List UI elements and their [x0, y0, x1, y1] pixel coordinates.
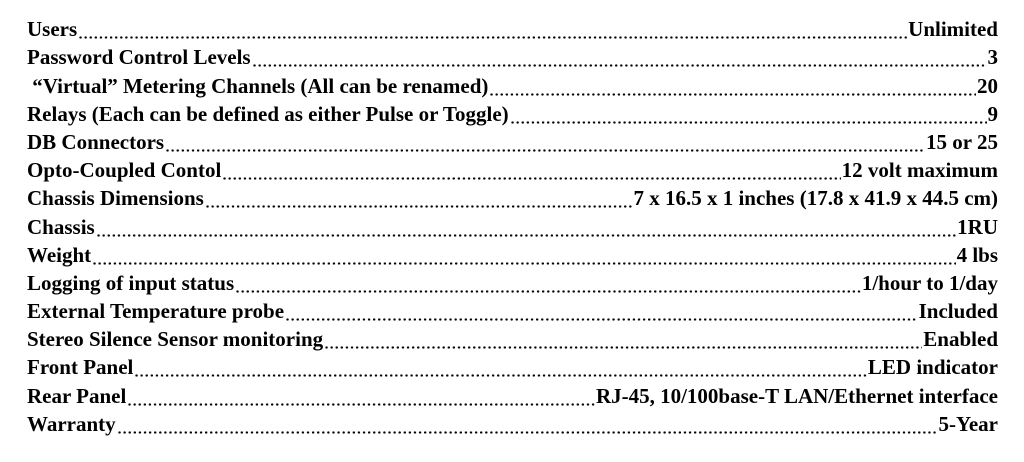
- spec-row-users: Users Unlimited: [27, 12, 998, 40]
- spec-value: 20: [977, 73, 998, 98]
- spec-label: Chassis: [27, 214, 95, 239]
- spec-value: 5-Year: [938, 411, 998, 436]
- dot-leader: [324, 346, 923, 350]
- spec-row-relays: Relays (Each can be defined as either Pu…: [27, 97, 998, 125]
- dot-leader: [222, 177, 841, 181]
- dot-leader: [509, 120, 987, 124]
- spec-row-rear-panel: Rear Panel RJ-45, 10/100base-T LAN/Ether…: [27, 378, 998, 406]
- spec-row-warranty: Warranty 5-Year: [27, 407, 998, 435]
- dot-leader: [116, 430, 938, 434]
- spec-row-weight: Weight 4 lbs: [27, 238, 998, 266]
- spec-value: Included: [918, 299, 998, 324]
- spec-value: LED indicator: [867, 355, 998, 380]
- spec-value: Enabled: [923, 327, 998, 352]
- spec-value: RJ-45, 10/100base-T LAN/Ethernet interfa…: [595, 383, 998, 408]
- spec-value: 1/hour to 1/day: [861, 270, 998, 295]
- spec-row-stereo-silence-sensor: Stereo Silence Sensor monitoring Enabled: [27, 322, 998, 350]
- spec-label: Front Panel: [27, 355, 134, 380]
- spec-row-password-control-levels: Password Control Levels 3: [27, 40, 998, 68]
- dot-leader: [95, 233, 957, 237]
- spec-value: 4 lbs: [956, 242, 998, 267]
- spec-row-logging-of-input-status: Logging of input status 1/hour to 1/day: [27, 266, 998, 294]
- spec-list: Users Unlimited Password Control Levels …: [27, 12, 998, 435]
- spec-label: Logging of input status: [27, 270, 235, 295]
- spec-value: 12 volt maximum: [841, 158, 998, 183]
- spec-value: Unlimited: [908, 17, 998, 42]
- spec-label: Chassis Dimensions: [27, 186, 204, 211]
- spec-label: Warranty: [27, 411, 116, 436]
- dot-leader: [78, 36, 908, 40]
- dot-leader: [235, 289, 861, 293]
- spec-row-virtual-metering-channels: “Virtual” Metering Channels (All can be …: [27, 68, 998, 96]
- dot-leader: [127, 402, 595, 406]
- spec-label: Rear Panel: [27, 383, 127, 408]
- spec-label: “Virtual” Metering Channels (All can be …: [27, 73, 489, 98]
- dot-leader: [165, 148, 926, 152]
- dot-leader: [251, 64, 987, 68]
- spec-label: Relays (Each can be defined as either Pu…: [27, 101, 509, 126]
- dot-leader: [92, 261, 956, 265]
- dot-leader: [285, 318, 918, 322]
- spec-label: Users: [27, 17, 78, 42]
- spec-label: Weight: [27, 242, 92, 267]
- spec-value: 3: [987, 45, 999, 70]
- dot-leader: [204, 205, 633, 209]
- spec-label: Opto-Coupled Contol: [27, 158, 222, 183]
- spec-value: 9: [987, 101, 999, 126]
- dot-leader: [489, 92, 976, 96]
- spec-value: 15 or 25: [926, 129, 998, 154]
- spec-label: Password Control Levels: [27, 45, 251, 70]
- spec-label: DB Connectors: [27, 129, 165, 154]
- spec-label: Stereo Silence Sensor monitoring: [27, 327, 324, 352]
- spec-row-db-connectors: DB Connectors 15 or 25: [27, 125, 998, 153]
- spec-row-chassis: Chassis 1RU: [27, 209, 998, 237]
- spec-row-external-temperature-probe: External Temperature probe Included: [27, 294, 998, 322]
- spec-label: External Temperature probe: [27, 299, 285, 324]
- spec-row-chassis-dimensions: Chassis Dimensions 7 x 16.5 x 1 inches (…: [27, 181, 998, 209]
- spec-row-opto-coupled-control: Opto-Coupled Contol 12 volt maximum: [27, 153, 998, 181]
- spec-value: 1RU: [957, 214, 998, 239]
- spec-row-front-panel: Front Panel LED indicator: [27, 350, 998, 378]
- dot-leader: [134, 374, 867, 378]
- spec-value: 7 x 16.5 x 1 inches (17.8 x 41.9 x 44.5 …: [633, 186, 998, 211]
